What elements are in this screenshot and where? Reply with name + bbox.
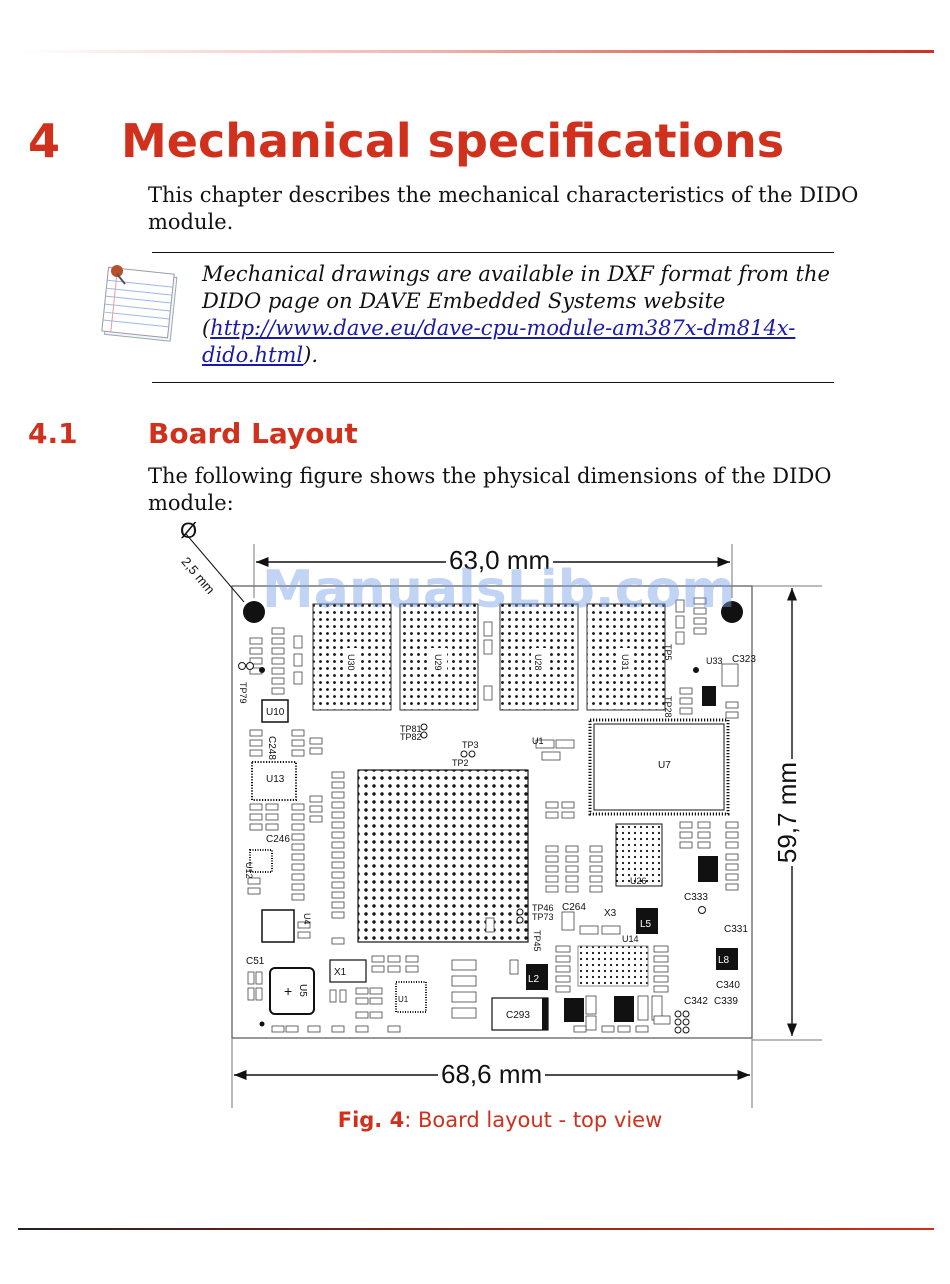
note-bottom-rule <box>152 382 834 383</box>
section-text: The following figure shows the physical … <box>148 464 832 515</box>
svg-text:C331: C331 <box>724 924 748 935</box>
chip-label: U29 <box>433 654 443 671</box>
header-rule <box>18 50 934 53</box>
svg-text:TP28: TP28 <box>663 696 673 718</box>
svg-text:X1: X1 <box>334 967 347 978</box>
svg-text:U1: U1 <box>398 995 409 1004</box>
svg-text:L5: L5 <box>640 919 652 930</box>
mounting-hole <box>721 601 743 623</box>
dim-width-bottom: 68,6 mm <box>438 1059 546 1090</box>
diameter-symbol: Ø <box>180 518 198 543</box>
dxf-link[interactable]: http://www.dave.eu/dave-cpu-module-am387… <box>202 316 796 367</box>
caption-label: Fig. 4 <box>337 1108 405 1132</box>
svg-text:TP79: TP79 <box>238 682 248 704</box>
svg-text:U10: U10 <box>266 707 285 718</box>
chip-label: U31 <box>620 654 630 671</box>
svg-text:C264: C264 <box>562 902 586 913</box>
mounting-hole <box>243 601 265 623</box>
chip-u26 <box>615 823 663 887</box>
svg-text:U12: U12 <box>244 862 254 879</box>
svg-text:U13: U13 <box>266 774 285 785</box>
notepad-pin-icon <box>101 265 178 342</box>
svg-text:C339: C339 <box>714 996 738 1007</box>
svg-text:C323: C323 <box>732 654 756 665</box>
note-top-rule <box>152 252 834 253</box>
processor-bga <box>357 769 529 943</box>
section-title: Board Layout <box>148 417 358 450</box>
passive-components <box>247 597 739 1033</box>
svg-text:U26: U26 <box>630 876 647 886</box>
svg-text:+: + <box>284 983 292 999</box>
chip-label: U30 <box>346 654 356 671</box>
svg-text:TP45: TP45 <box>532 930 542 952</box>
note-text: Mechanical drawings are available in DXF… <box>202 262 830 367</box>
svg-text:C342: C342 <box>684 996 708 1007</box>
figure-caption: Fig. 4: Board layout - top view <box>0 1108 950 1132</box>
chapter-title: Mechanical specifications <box>121 114 785 168</box>
dim-width-top: 63,0 mm <box>446 545 554 576</box>
chapter-intro: This chapter describes the mechanical ch… <box>148 183 859 234</box>
svg-text:C51: C51 <box>246 956 265 967</box>
chip-label: U28 <box>533 654 543 671</box>
svg-text:C246: C246 <box>266 834 290 845</box>
svg-text:C333: C333 <box>684 892 708 903</box>
svg-text:TP5: TP5 <box>663 644 673 661</box>
footer-rule <box>18 1228 934 1230</box>
dim-height: 59,7 mm <box>772 758 804 867</box>
chapter-heading: 4 Mechanical specifications <box>28 114 784 168</box>
svg-text:U14: U14 <box>622 934 639 944</box>
hole-leader <box>185 533 245 603</box>
svg-text:L2: L2 <box>528 974 540 985</box>
svg-text:C293: C293 <box>506 1010 530 1021</box>
svg-text:X3: X3 <box>604 908 617 919</box>
svg-text:C248: C248 <box>266 736 277 760</box>
component-labels: U7 U13 U10 U26 U14 U1 X1 C293 L2 L5 L8 X… <box>238 644 756 1021</box>
caption-text: : Board layout - top view <box>404 1108 663 1132</box>
svg-text:U1: U1 <box>532 736 544 746</box>
svg-text:TP46: TP46 <box>532 903 554 913</box>
svg-text:U33: U33 <box>706 656 723 666</box>
svg-text:U5: U5 <box>297 984 308 997</box>
board-layout-figure: U30 U29 U28 U31 <box>170 518 830 1110</box>
chip-u5 <box>269 967 315 1015</box>
svg-text:L8: L8 <box>718 955 730 966</box>
board-drawing: U30 U29 U28 U31 <box>185 533 822 1108</box>
section-number: 4.1 <box>28 417 78 450</box>
svg-text:U4: U4 <box>302 913 312 925</box>
chapter-number: 4 <box>28 114 61 168</box>
svg-text:TP82: TP82 <box>400 732 422 742</box>
svg-text:TP81: TP81 <box>400 724 422 734</box>
svg-text:TP3: TP3 <box>462 740 479 750</box>
svg-text:U7: U7 <box>658 760 671 771</box>
svg-text:C340: C340 <box>716 980 740 991</box>
watermark: ManualsLib.com <box>262 560 736 620</box>
chip-u14 <box>577 945 649 987</box>
svg-text:TP2: TP2 <box>452 758 469 768</box>
chip-u13 <box>251 761 297 801</box>
svg-text:TP73: TP73 <box>532 912 554 922</box>
